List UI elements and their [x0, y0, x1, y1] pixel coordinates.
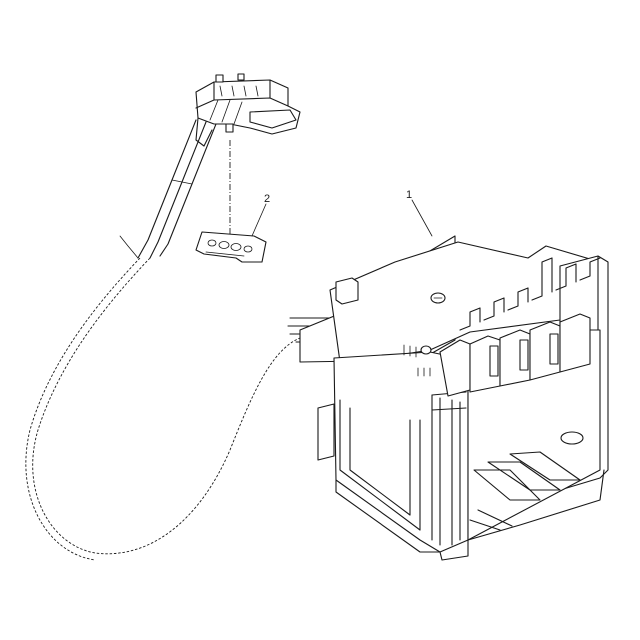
unit-frame: [299, 235, 609, 561]
callout-2: 2: [264, 193, 270, 205]
leader-2: [251, 203, 267, 237]
callout-1: 1: [406, 189, 412, 201]
leader-1: [411, 199, 433, 237]
connector-plate: [195, 231, 267, 263]
cable-connector: [195, 73, 301, 147]
